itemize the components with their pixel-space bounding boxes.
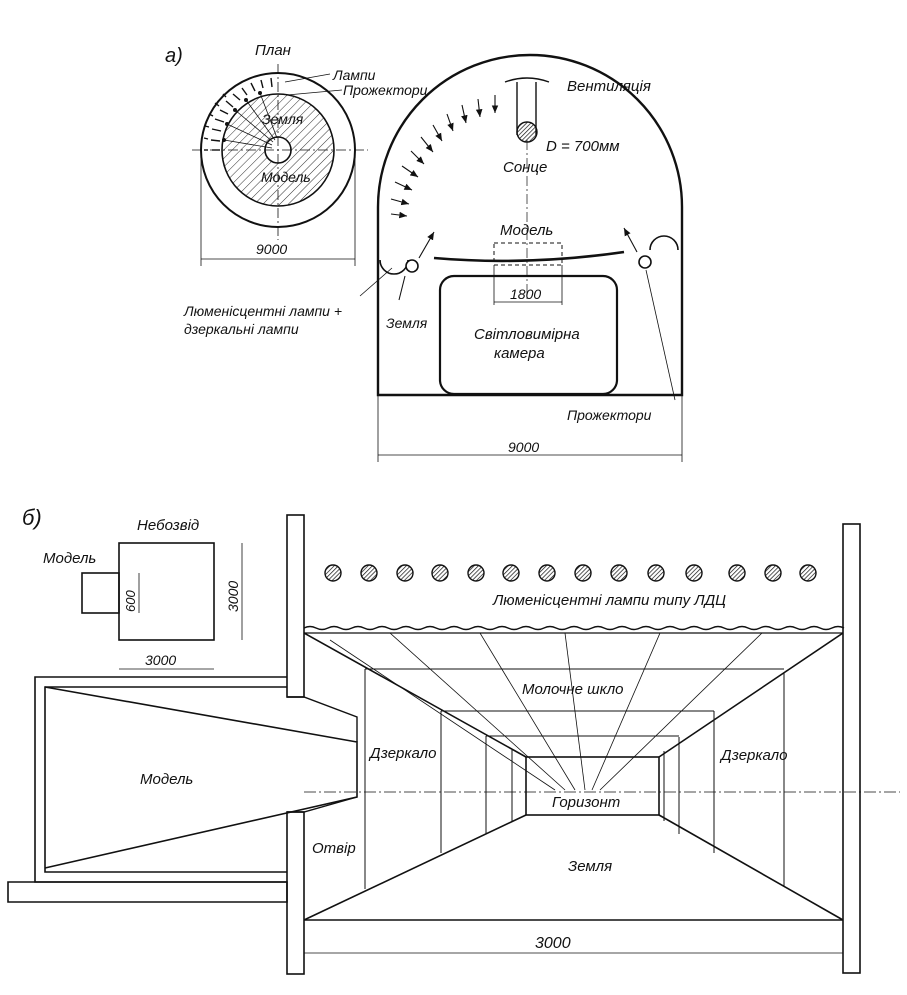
vent-cap (504, 77, 550, 83)
section-model-label: Модель (500, 222, 553, 239)
plan-title: План (255, 42, 291, 59)
part-b-label: б) (22, 505, 42, 530)
model-dim-text: 1800 (510, 286, 541, 302)
milk-glass (303, 625, 845, 631)
section-view: Вентиляція D = 700мм Сонце (183, 53, 684, 462)
fluorescent-label-2: дзеркальні лампи (184, 321, 299, 337)
mirror-right-label: Дзеркало (719, 747, 787, 764)
milk-glass-label: Молочне шкло (522, 681, 624, 698)
earth-label-b: Земля (568, 858, 612, 875)
right-projector (638, 255, 652, 269)
left-lamp-arc (379, 259, 409, 275)
plan-lamp-ticks (203, 77, 273, 151)
plan-projectors-label: Прожектори (343, 82, 428, 98)
plan-projectors-leader (286, 89, 343, 96)
plan-lamps-label: Лампи (332, 67, 376, 83)
projectors-leader (645, 269, 676, 401)
plan-dim-text: 9000 (256, 241, 287, 257)
plan-lamps-leader (284, 73, 331, 83)
left-projector-ray (418, 231, 435, 259)
ventilation-label: Вентиляція (567, 78, 651, 95)
dim-600-text: 600 (123, 590, 138, 612)
bottom-dim-text: 3000 (535, 935, 571, 952)
dim-3000-h-text: 3000 (145, 652, 176, 668)
model-room: Модель Отвір (7, 676, 358, 903)
light-camera (438, 274, 619, 396)
plan-model-label: Модель (261, 169, 311, 185)
chamber: Люменісцентні лампи типу ЛДЦ (286, 514, 900, 975)
mirror-panels (364, 668, 785, 889)
plan-view: План (192, 42, 428, 266)
dim-3000-v-text: 3000 (225, 581, 241, 612)
width-dim-text: 9000 (508, 439, 539, 455)
opening-frame (287, 696, 358, 813)
diameter-label: D = 700мм (546, 138, 620, 155)
sky-model-box (81, 572, 120, 614)
room-model-label: Модель (140, 771, 193, 788)
plan-earth-label: Земля (262, 111, 304, 127)
dome-outline (376, 53, 684, 397)
dome-arrows (390, 95, 499, 219)
sun-label: Сонце (503, 159, 547, 176)
fluorescent-leader (359, 267, 393, 297)
lamp-row (324, 564, 817, 582)
sky-model-label: Модель (43, 550, 96, 567)
opening-label: Отвір (312, 840, 356, 857)
right-lamp-arc (649, 235, 679, 251)
model-box (493, 242, 563, 266)
lamps-label: Люменісцентні лампи типу ЛДЦ (492, 592, 726, 609)
right-post (842, 523, 861, 974)
model-room-inner (44, 686, 287, 873)
perspective-lines (303, 632, 844, 921)
left-post-bottom (286, 811, 305, 975)
model-room-shelf (7, 881, 288, 903)
fluorescent-label-1: Люменісцентні лампи + (183, 303, 342, 319)
mirror-left-label: Дзеркало (368, 745, 436, 762)
camera-label-1: Світловимірна (474, 326, 580, 343)
sky-title: Небозвід (137, 517, 199, 534)
section-earth-label: Земля (386, 315, 428, 331)
sky-diagram: Небозвід Модель 600 3000 3000 (43, 517, 243, 670)
model-horn (44, 686, 358, 869)
section-projectors-label: Прожектори (567, 407, 652, 423)
part-a-label: а) (165, 45, 183, 67)
left-projector (398, 259, 419, 301)
horizon-label: Горизонт (552, 794, 620, 811)
plan-rays (223, 92, 278, 149)
light-rays (329, 632, 763, 791)
camera-label-2: камера (494, 345, 545, 362)
right-projector-ray (623, 227, 638, 253)
sun-disc (516, 121, 538, 143)
left-post-top (286, 514, 305, 698)
earth-disk (433, 250, 625, 263)
